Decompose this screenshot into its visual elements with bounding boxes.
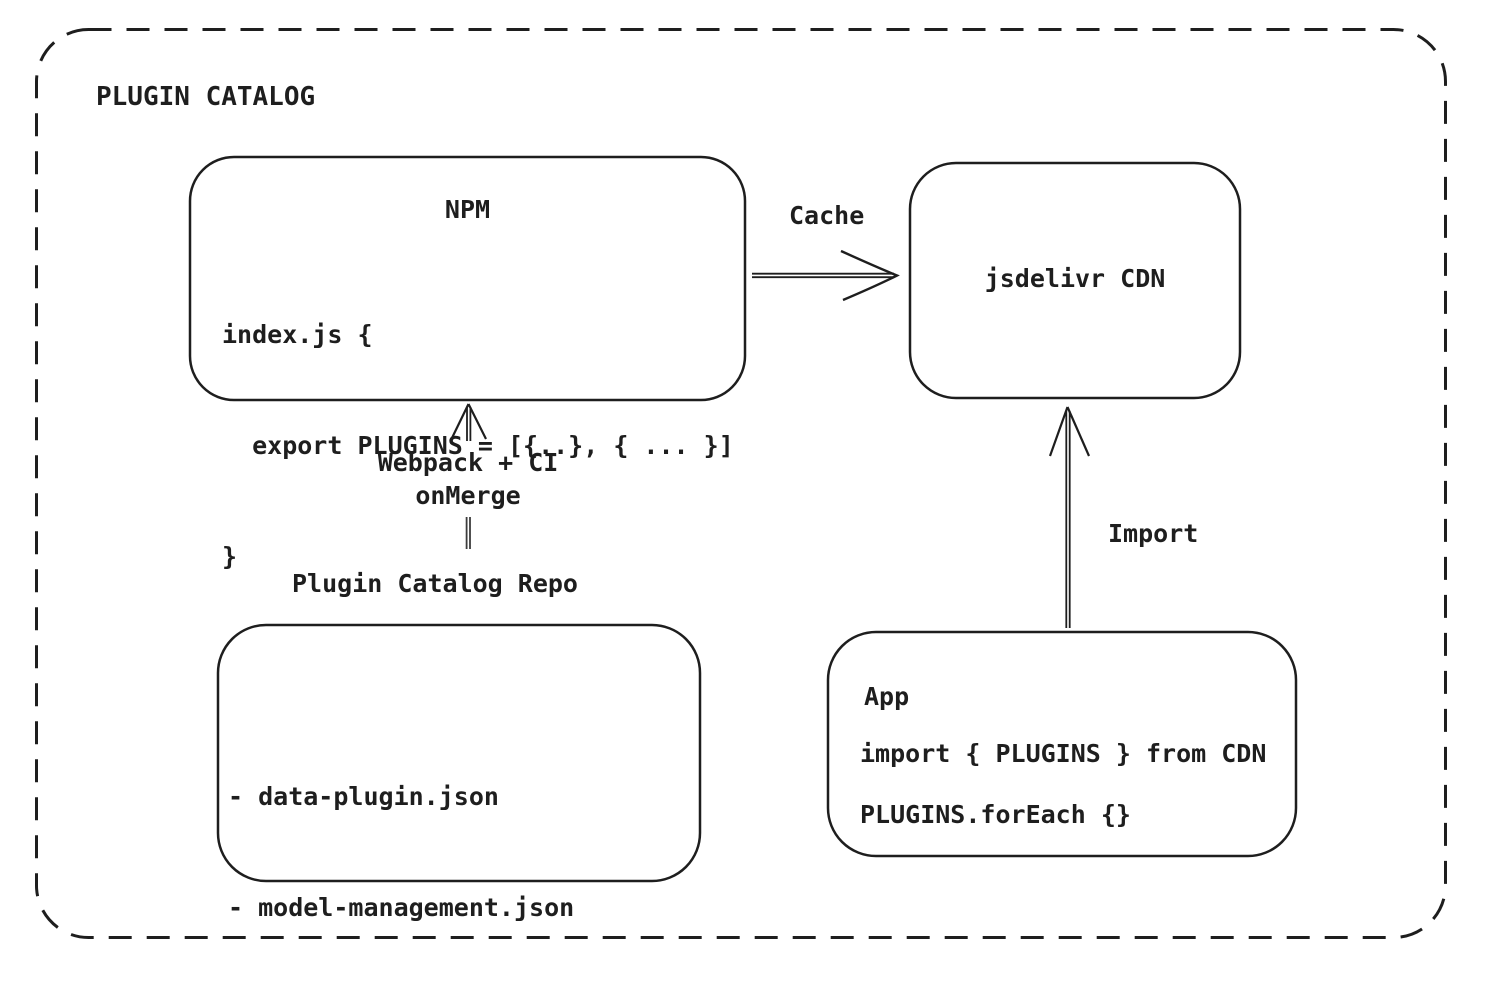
cache-edge-label: Cache [789, 201, 865, 230]
cache-arrow-head [840, 249, 900, 302]
repo-node-title: Plugin Catalog Repo [292, 569, 578, 598]
build-arrow-head [450, 403, 470, 441]
cache-arrow [752, 249, 900, 302]
build-edge-label-line2: onMerge [415, 481, 521, 510]
import-arrow [1048, 406, 1091, 628]
npm-node-box [188, 155, 747, 402]
repo-file-line: - model-management.json [228, 893, 575, 922]
npm-code-line: index.js { [222, 320, 373, 349]
npm-code-line: } [222, 542, 238, 571]
app-code-line: PLUGINS.forEach {} [860, 800, 1131, 829]
app-node-title: App [864, 682, 910, 711]
app-code-line: import { PLUGINS } from CDN [860, 739, 1267, 768]
plugin-catalog-frame [35, 28, 1447, 939]
build-arrow [450, 403, 487, 549]
repo-file-line: - data-plugin.json [228, 782, 499, 811]
import-arrow-head [1048, 406, 1069, 457]
app-node-box [826, 630, 1298, 858]
import-arrow-head [1066, 406, 1091, 457]
repo-node-box [216, 623, 702, 883]
cdn-node-box [908, 161, 1242, 400]
build-arrow-head [467, 403, 487, 440]
npm-node-title: NPM [444, 195, 491, 224]
import-edge-label: Import [1108, 519, 1199, 548]
build-edge-label-line1: Webpack + CI [377, 448, 559, 477]
npm-code-line: export PLUGINS = [{..}, { ... }] [222, 431, 734, 460]
diagram-title: PLUGIN CATALOG [96, 82, 316, 112]
cdn-node-title: jsdelivr CDN [984, 264, 1166, 293]
